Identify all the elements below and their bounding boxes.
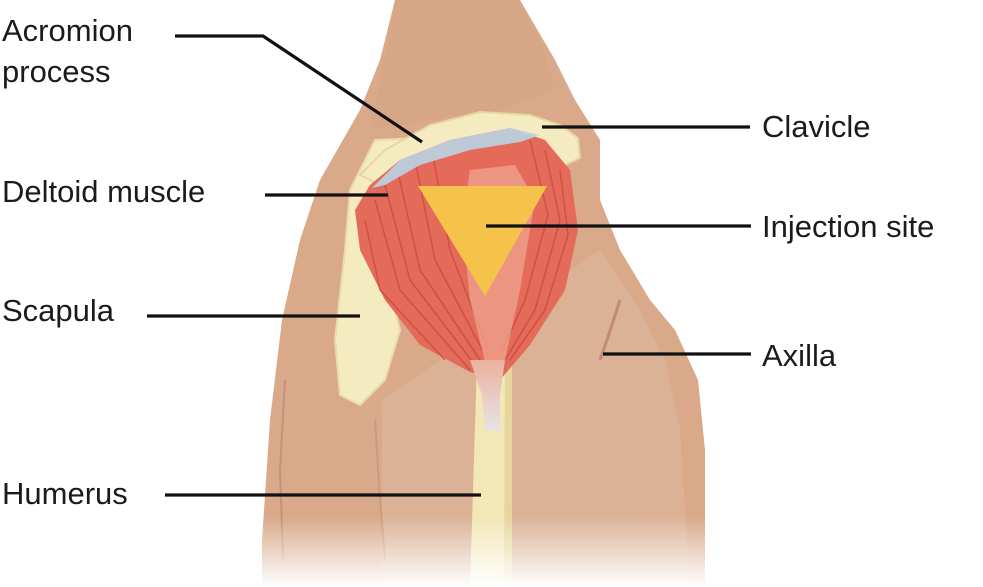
humerus-label: Humerus	[2, 476, 128, 511]
injection-site-label: Injection site	[762, 209, 935, 244]
axilla-label: Axilla	[762, 338, 837, 373]
scapula-label: Scapula	[2, 293, 115, 328]
acromion-label-line1: Acromion	[2, 13, 133, 48]
deltoid-label: Deltoid muscle	[2, 174, 206, 209]
acromion-label-line2: process	[2, 54, 111, 89]
acromion-leader-line	[175, 34, 423, 144]
clavicle-label: Clavicle	[762, 109, 871, 144]
